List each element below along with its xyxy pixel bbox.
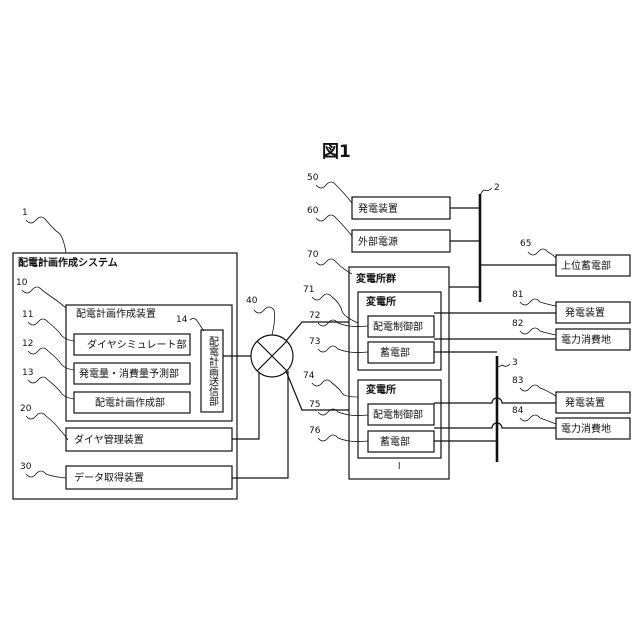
planning-device-label: 配電計画作成装置 — [76, 307, 156, 320]
device-65-leader — [528, 249, 556, 258]
storage-73-label: 蓄電部 — [380, 346, 410, 359]
substation-74-label: 変電所 — [366, 383, 396, 396]
diagram-mgmt-label: ダイヤ管理装置 — [74, 433, 144, 446]
device-83-label: 発電装置 — [565, 396, 605, 409]
unit-13-ref: 13 — [22, 368, 33, 378]
planning-device-ref: 10 — [16, 278, 28, 288]
unit-13-label: 配電計画作成部 — [95, 396, 165, 409]
data-acq-ref: 30 — [20, 462, 32, 472]
unit-11-label: ダイヤシミュレート部 — [87, 338, 187, 351]
network-leader — [254, 307, 275, 335]
substation-71-label: 変電所 — [366, 295, 396, 308]
unit-12-ref: 12 — [22, 339, 33, 349]
diagram-mgmt-ref: 20 — [20, 404, 32, 414]
device-83-leader — [520, 385, 556, 396]
storage-73-ref: 73 — [309, 337, 320, 347]
substation-group-leader — [316, 259, 352, 274]
generator-top-leader — [316, 182, 352, 203]
control-72-label: 配電制御部 — [373, 320, 423, 333]
link-75-83 — [434, 398, 556, 403]
substation-group-label: 変電所群 — [356, 272, 396, 285]
bus-3-ref: 3 — [512, 358, 518, 368]
generator-top-ref: 50 — [307, 173, 319, 183]
system-ref: 1 — [22, 208, 28, 218]
control-72-ref: 72 — [309, 311, 320, 321]
generator-top-label: 発電装置 — [358, 202, 398, 215]
control-75-label: 配電制御部 — [373, 408, 423, 421]
device-84-label: 電力消費地 — [561, 422, 611, 435]
system-label: 配電計画作成システム — [18, 256, 118, 269]
substation-74-ref: 74 — [303, 371, 315, 381]
device-84-leader — [520, 415, 556, 424]
storage-76-label: 蓄電部 — [380, 435, 410, 448]
device-81-leader — [520, 299, 556, 306]
figure-title: 図1 — [322, 142, 351, 162]
device-65-ref: 65 — [520, 239, 531, 249]
storage-76-ref: 76 — [309, 426, 321, 436]
sender-14-label: 配電計画送信部 — [207, 336, 219, 407]
substation-71-ref: 71 — [303, 285, 314, 295]
substation-group-ref: 70 — [307, 250, 319, 260]
unit-11-ref: 11 — [22, 310, 33, 320]
bus-3-leader — [497, 364, 510, 367]
link-network-sub2 — [286, 371, 358, 410]
unit-12-label: 発電量・消費量予測部 — [79, 367, 179, 380]
link-75-84 — [434, 423, 556, 428]
substation-group-bottom-mark: l — [398, 462, 401, 472]
device-65-label: 上位蓄電部 — [561, 259, 611, 272]
bus-2-ref: 2 — [494, 183, 500, 193]
control-75-ref: 75 — [309, 400, 320, 410]
device-84-ref: 84 — [512, 406, 524, 416]
bus-2-leader — [480, 188, 492, 196]
data-acq-label: データ取得装置 — [74, 471, 144, 484]
network-ref: 40 — [246, 296, 258, 306]
device-82-leader — [520, 328, 556, 335]
link-network-sub1 — [286, 322, 358, 341]
device-82-ref: 82 — [512, 319, 523, 329]
external-power-label: 外部電源 — [358, 235, 398, 248]
device-81-ref: 81 — [512, 290, 523, 300]
device-81-label: 発電装置 — [565, 306, 605, 319]
system-leader — [26, 217, 66, 253]
link-30-network — [232, 371, 288, 478]
external-power-ref: 60 — [307, 206, 319, 216]
device-82-label: 電力消費地 — [561, 333, 611, 346]
device-83-ref: 83 — [512, 376, 523, 386]
sender-14-ref: 14 — [176, 315, 188, 325]
external-power-leader — [316, 215, 352, 236]
